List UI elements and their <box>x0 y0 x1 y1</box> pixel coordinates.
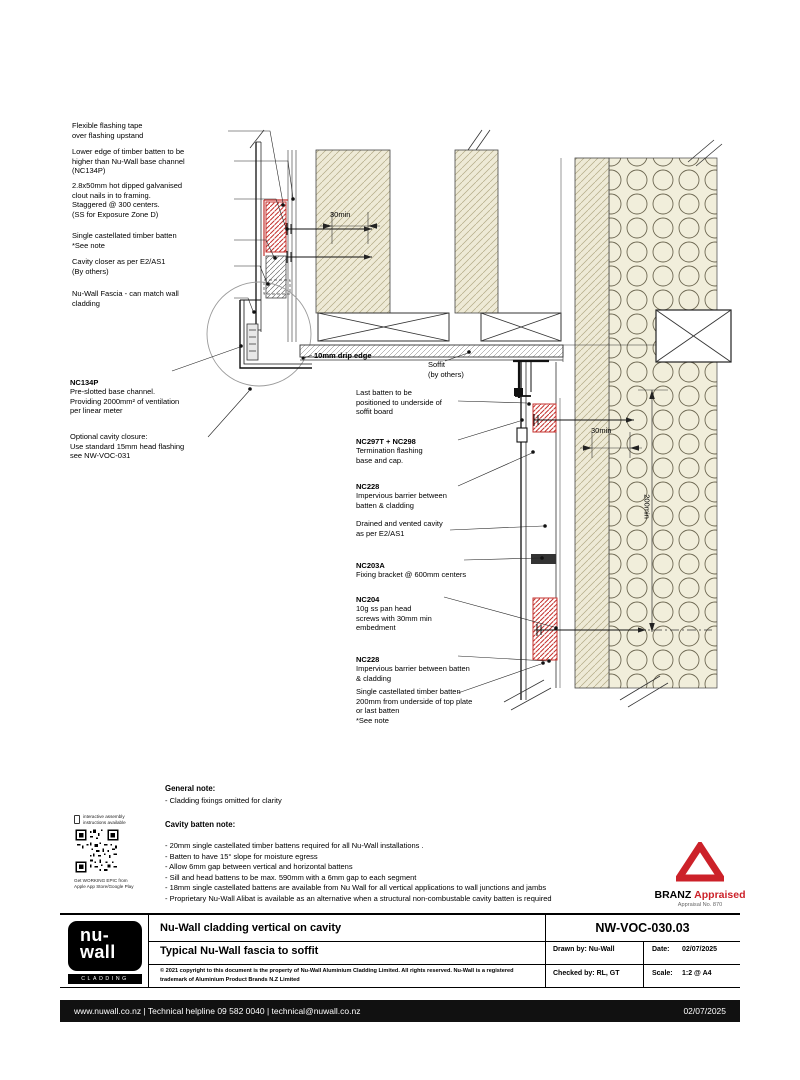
leader-lines <box>171 130 558 694</box>
dimension-top-offset: 30min <box>330 210 351 219</box>
callout-cavity-closer: Cavity closer as per E2/AS1 (By others) <box>72 257 166 276</box>
date-value: 02/07/2025 <box>682 946 718 953</box>
branz-status: Appraised <box>694 889 746 901</box>
dimension-vertical-spacing: 200min <box>642 494 652 519</box>
product-code: NC228 <box>356 654 380 664</box>
fasteners <box>286 223 646 636</box>
callout-single-batten: Single castellated timber batten *See no… <box>72 231 177 250</box>
product-code: NC228 <box>356 481 380 491</box>
footer-bar: www.nuwall.co.nz | Technical helpline 09… <box>60 1000 740 1022</box>
qr-caption-top: interactive assembly instructions availa… <box>83 814 126 825</box>
callout-body: 10g ss pan head screws with 30mm min emb… <box>356 604 432 633</box>
logo-line-2: wall <box>80 942 116 963</box>
timber-batten <box>265 255 287 299</box>
qr-caption-bottom: Get WORKING EPIC from Apple App Store/Go… <box>74 878 134 889</box>
detail-drawing <box>171 129 732 711</box>
upper-wall-framing <box>249 129 562 314</box>
right-wall-insulation <box>574 139 723 708</box>
panel-joint <box>516 427 528 443</box>
callout-clout-nails: 2.8x50mm hot dipped galvanised clout nai… <box>72 181 183 219</box>
last-batten <box>532 403 557 433</box>
callout-lower-edge: Lower edge of timber batten to be higher… <box>72 147 185 176</box>
branz-triangle-icon <box>672 839 728 882</box>
callout-flexible-tape: Flexible flashing tape over flashing ups… <box>72 121 144 140</box>
qr-block: interactive assembly instructions availa… <box>74 814 194 890</box>
callout-last-batten: Last batten to be positioned to undersid… <box>356 388 442 417</box>
cavity-batten-note-title: Cavity batten note: <box>165 820 236 829</box>
dimension-right-offset: 30min <box>591 426 612 435</box>
product-code: NC203A <box>356 560 385 570</box>
callout-body: Termination flashing base and cap. <box>356 446 423 465</box>
upper-wall-cladding <box>255 141 297 342</box>
base-channel <box>246 323 259 361</box>
callout-body: Pre-slotted base channel. Providing 2000… <box>70 387 180 416</box>
general-note-items: - Cladding fixings omitted for clarity <box>165 796 282 805</box>
callout-single-batten-bottom: Single castellated timber batten 200mm f… <box>356 687 473 725</box>
general-note-title: General note: <box>165 784 216 793</box>
divider <box>148 964 740 965</box>
copyright-text: © 2021 copyright to this document is the… <box>160 968 514 983</box>
fascia-assembly <box>206 281 312 387</box>
callout-body: Fixing bracket @ 600mm centers <box>356 570 467 580</box>
product-code: NC297T + NC298 <box>356 436 416 446</box>
cavity-batten-note-items: - 20mm single castellated timber battens… <box>165 841 552 903</box>
drawing-title: Nu-Wall cladding vertical on cavity <box>160 922 342 934</box>
logo-cladding-strip: CLADDING <box>68 974 142 984</box>
callout-drip-edge: 10mm drip edge <box>314 351 372 360</box>
footer-date: 02/07/2025 <box>683 1006 726 1016</box>
logo-line-1: nu- <box>80 925 110 945</box>
termination-flashing <box>513 359 549 398</box>
scale-value: 1:2 @ A4 <box>682 970 712 977</box>
branz-text: BRANZ Appraised <box>648 889 752 901</box>
callout-fascia: Nu-Wall Fascia - can match wall cladding <box>72 289 179 308</box>
callout-body: Impervious barrier between batten & clad… <box>356 664 470 683</box>
top-plates <box>317 309 732 363</box>
phone-icon <box>74 815 80 825</box>
divider <box>545 915 546 987</box>
dimension-lines <box>320 212 668 632</box>
flashing-tape-batten <box>265 201 287 253</box>
drawing-subtitle: Typical Nu-Wall fascia to soffit <box>160 945 319 957</box>
soffit-board <box>299 344 656 362</box>
callout-soffit: Soffit (by others) <box>428 360 464 379</box>
cavity-closer <box>263 279 291 295</box>
callout-drained-cavity: Drained and vented cavity as per E2/AS1 <box>356 519 443 538</box>
branz-appraised-mark: BRANZ Appraised Appraisal No. 870 <box>648 839 752 908</box>
detail-circle <box>206 281 312 387</box>
divider <box>148 941 740 942</box>
date-label: Date: <box>652 946 670 953</box>
callout-body: Impervious barrier between batten & clad… <box>356 491 447 510</box>
product-code: NC204 <box>356 594 380 604</box>
fixing-bracket <box>531 554 556 564</box>
checked-by: Checked by: RL, GT <box>553 970 620 977</box>
product-code: NC134P <box>70 377 99 387</box>
footer-contact: www.nuwall.co.nz | Technical helpline 09… <box>74 1006 361 1016</box>
branz-brand: BRANZ <box>654 889 692 901</box>
qr-code <box>74 828 120 875</box>
title-block: nu- wall CLADDING Nu-Wall cladding verti… <box>60 913 740 988</box>
callout-optional-closure: Optional cavity closure: Use standard 15… <box>70 432 185 461</box>
branz-appraisal-number: Appraisal No. 870 <box>677 902 723 908</box>
divider <box>148 915 149 987</box>
nuwall-logo: nu- wall <box>68 921 142 971</box>
drawn-by: Drawn by: Nu-Wall <box>553 946 615 953</box>
drawing-number: NW-VOC-030.03 <box>595 921 690 935</box>
scale-label: Scale: <box>652 970 673 977</box>
